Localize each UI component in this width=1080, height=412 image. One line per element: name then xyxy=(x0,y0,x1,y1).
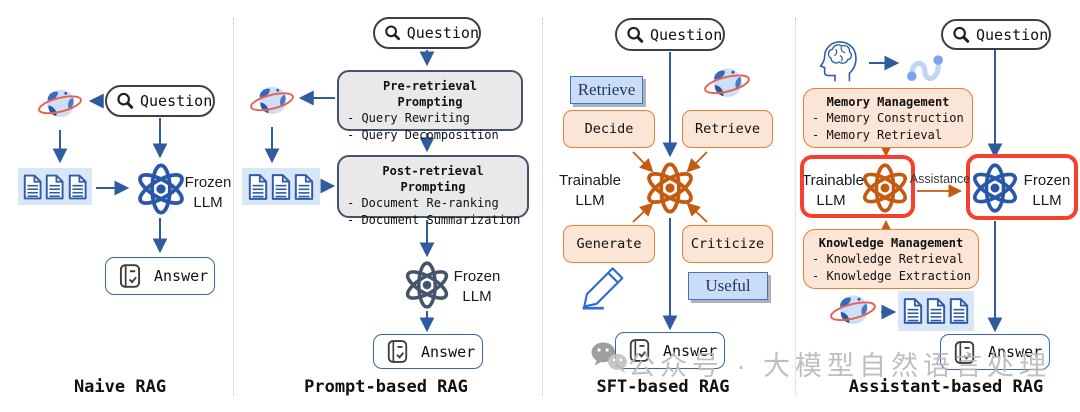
box-title: Knowledge Management xyxy=(818,236,964,250)
answer-label: Answer xyxy=(988,343,1043,361)
panel-separator xyxy=(233,18,234,396)
magnifier-icon xyxy=(952,26,970,43)
retrieve-tag: Retrieve xyxy=(570,76,643,104)
pencil-icon xyxy=(577,264,627,314)
decide-box: Decide xyxy=(563,110,655,148)
panel-title-prompt-based-rag: Prompt-based RAG xyxy=(304,377,468,397)
pre-retrieval-prompting-box: Pre-retrieval Prompting - Query Rewritin… xyxy=(337,70,523,142)
generate-box: Generate xyxy=(563,225,655,263)
panel-title-naive-rag: Naive RAG xyxy=(73,377,167,397)
box-item: - Memory Construction xyxy=(812,111,964,126)
magnifier-icon xyxy=(626,26,644,43)
answer-label: Answer xyxy=(421,342,476,361)
trainable-llm-label: Trainable LLM xyxy=(559,172,621,209)
assistance-label: Assistance xyxy=(909,172,971,186)
frozen-llm-label: Frozen LLM xyxy=(453,268,501,305)
atom-icon xyxy=(134,162,188,220)
memory-management-box: Memory Management - Memory Construction … xyxy=(803,88,973,148)
wechat-icon xyxy=(590,341,628,379)
box-title: Post-retrieval Prompting xyxy=(382,164,484,195)
globe-orbit-icon xyxy=(702,62,752,112)
atom-icon xyxy=(402,260,452,314)
box-item: - Knowledge Extraction xyxy=(812,268,971,283)
journal-check-icon xyxy=(387,340,408,363)
route-icon xyxy=(903,44,947,89)
watermark-text: 公众号 · 大模型自然语言处理 xyxy=(628,351,1051,381)
frozen-llm-label: Frozen LLM xyxy=(1023,172,1071,209)
question-label: Question xyxy=(140,92,213,110)
atom-icon xyxy=(643,161,697,219)
box-item: - Knowledge Retrieval xyxy=(812,252,964,267)
panel-title-assistant-based-rag: Assistant-based RAG xyxy=(848,377,1044,397)
magnifier-icon xyxy=(384,25,400,41)
journal-check-icon xyxy=(119,264,141,288)
box-item: - Query Decomposition xyxy=(347,128,499,143)
answer-label: Answer xyxy=(663,341,718,360)
document-stack-icon xyxy=(18,168,92,205)
question-label: Question xyxy=(976,25,1049,44)
question-node: Question xyxy=(105,85,215,117)
answer-node: Answer xyxy=(105,257,215,295)
box-title: Memory Management xyxy=(826,95,950,109)
globe-orbit-icon xyxy=(248,80,296,129)
question-node: Question xyxy=(373,17,481,49)
criticize-box: Criticize xyxy=(682,225,773,263)
panel-title-sft-based-rag: SFT-based RAG xyxy=(596,377,730,397)
globe-orbit-icon xyxy=(828,289,878,339)
question-node: Question xyxy=(941,19,1051,50)
box-item: - Query Rewriting xyxy=(347,111,470,126)
globe-orbit-icon xyxy=(36,83,84,132)
trainable-llm-highlight-box xyxy=(800,155,915,218)
question-label: Question xyxy=(406,24,479,42)
answer-node: Answer xyxy=(940,334,1050,370)
answer-node: Answer xyxy=(615,332,725,369)
box-item: - Memory Retrieval xyxy=(812,127,943,142)
answer-label: Answer xyxy=(154,267,209,285)
document-stack-icon xyxy=(898,291,974,331)
question-label: Question xyxy=(650,25,723,44)
box-item: - Document Re-ranking xyxy=(347,196,499,211)
useful-tag: Useful xyxy=(688,272,768,300)
document-stack-icon xyxy=(242,168,320,205)
panel-separator xyxy=(542,18,543,396)
knowledge-management-box: Knowledge Management - Knowledge Retriev… xyxy=(803,229,979,289)
trainable-llm-label: Trainable LLM xyxy=(802,172,864,209)
magnifier-icon xyxy=(116,92,134,109)
box-item: - Document Summarization xyxy=(347,213,521,228)
retrieve-box: Retrieve xyxy=(682,110,773,148)
frozen-llm-highlight-box xyxy=(966,154,1078,220)
panel-separator xyxy=(795,18,796,396)
answer-node: Answer xyxy=(373,334,483,369)
question-node: Question xyxy=(615,18,725,51)
box-title: Pre-retrieval Prompting xyxy=(383,79,477,110)
brain-head-icon xyxy=(815,38,863,90)
post-retrieval-prompting-box: Post-retrieval Prompting - Document Re-r… xyxy=(337,155,529,227)
frozen-llm-label: Frozen LLM xyxy=(184,174,232,211)
